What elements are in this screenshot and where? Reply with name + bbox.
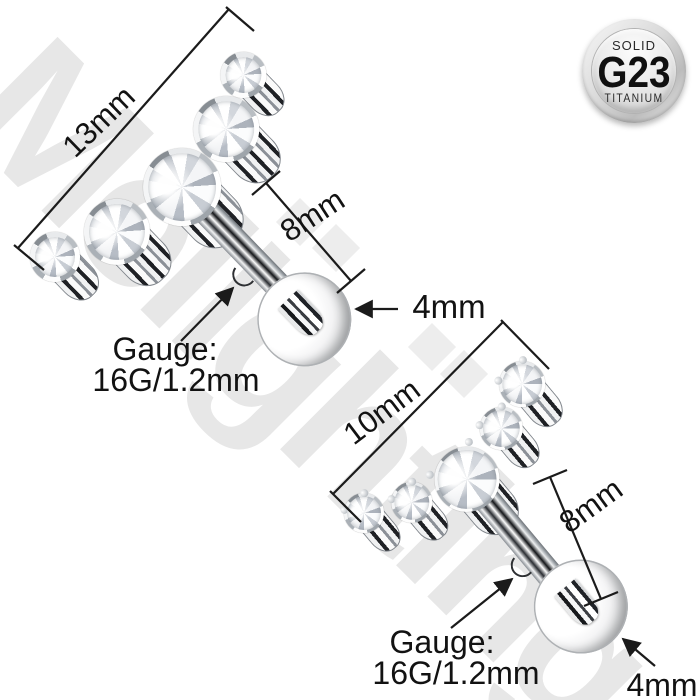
arrow-gauge-top: [180, 286, 235, 342]
badge-grade-text: G23: [597, 48, 671, 97]
dim-tick: [329, 490, 362, 523]
label-disc-top: 4mm: [412, 288, 485, 325]
dim-line-8mm-top: [265, 182, 352, 282]
dim-tick: [13, 244, 45, 271]
dim-tick: [336, 268, 366, 294]
dim-tick: [500, 319, 550, 370]
dim-tick: [225, 6, 255, 32]
dim-tick: [251, 170, 281, 196]
dim-line-13mm: [17, 8, 230, 249]
dim-line-10mm: [332, 321, 504, 495]
dim-line-8mm-bottom: [548, 476, 603, 600]
arrow-disc-bottom: [621, 637, 656, 667]
arrow-gauge-bottom: [450, 577, 514, 629]
titanium-badge: SOLID G23 TITANIUM: [582, 19, 686, 123]
label-disc-bottom: 4mm: [626, 667, 697, 700]
label-gauge-value-bottom: 16G/1.2mm: [372, 655, 539, 691]
label-post-length-top: 8mm: [274, 182, 351, 249]
label-gauge-bottom: Gauge:: [390, 624, 495, 660]
badge-solid-text: SOLID: [611, 38, 656, 53]
label-gauge-top: Gauge:: [113, 331, 218, 367]
label-post-length-bottom: 8mm: [553, 471, 629, 540]
badge-face: SOLID G23 TITANIUM: [592, 29, 676, 113]
dim-tick: [583, 590, 619, 608]
dim-tick: [532, 468, 568, 486]
label-gauge-value-top: 16G/1.2mm: [92, 362, 259, 398]
badge-material-text: TITANIUM: [604, 93, 664, 106]
